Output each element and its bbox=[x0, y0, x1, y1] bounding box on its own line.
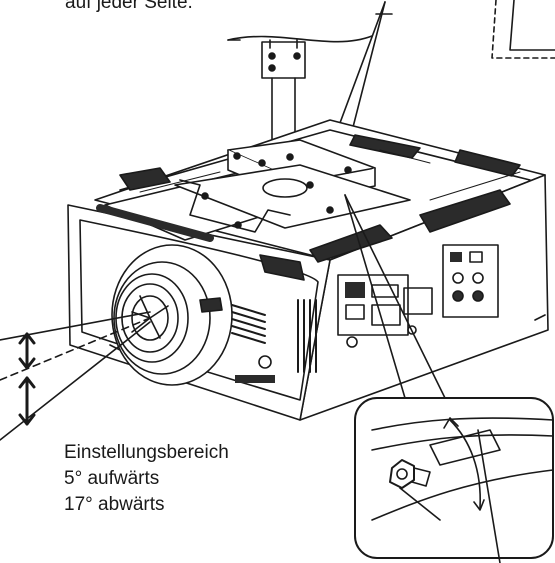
ceiling-plate bbox=[227, 35, 373, 43]
adjustment-range-caption: Einstellungsbereich 5° aufwärts 17° abwä… bbox=[64, 440, 229, 518]
top-surface-details bbox=[139, 149, 521, 201]
zoom-detail-box bbox=[354, 397, 554, 563]
range-down: 17° abwärts bbox=[64, 494, 165, 515]
zoom-callout-lines bbox=[344, 194, 446, 399]
tilt-angle-indicator bbox=[0, 311, 151, 441]
top-note-text: auf jeder Seite. bbox=[65, 0, 193, 13]
range-up: 5° aufwärts bbox=[64, 468, 160, 489]
mount-bracket bbox=[174, 139, 411, 233]
detail-frame-top bbox=[491, 0, 555, 59]
range-title: Einstellungsbereich bbox=[64, 442, 229, 463]
